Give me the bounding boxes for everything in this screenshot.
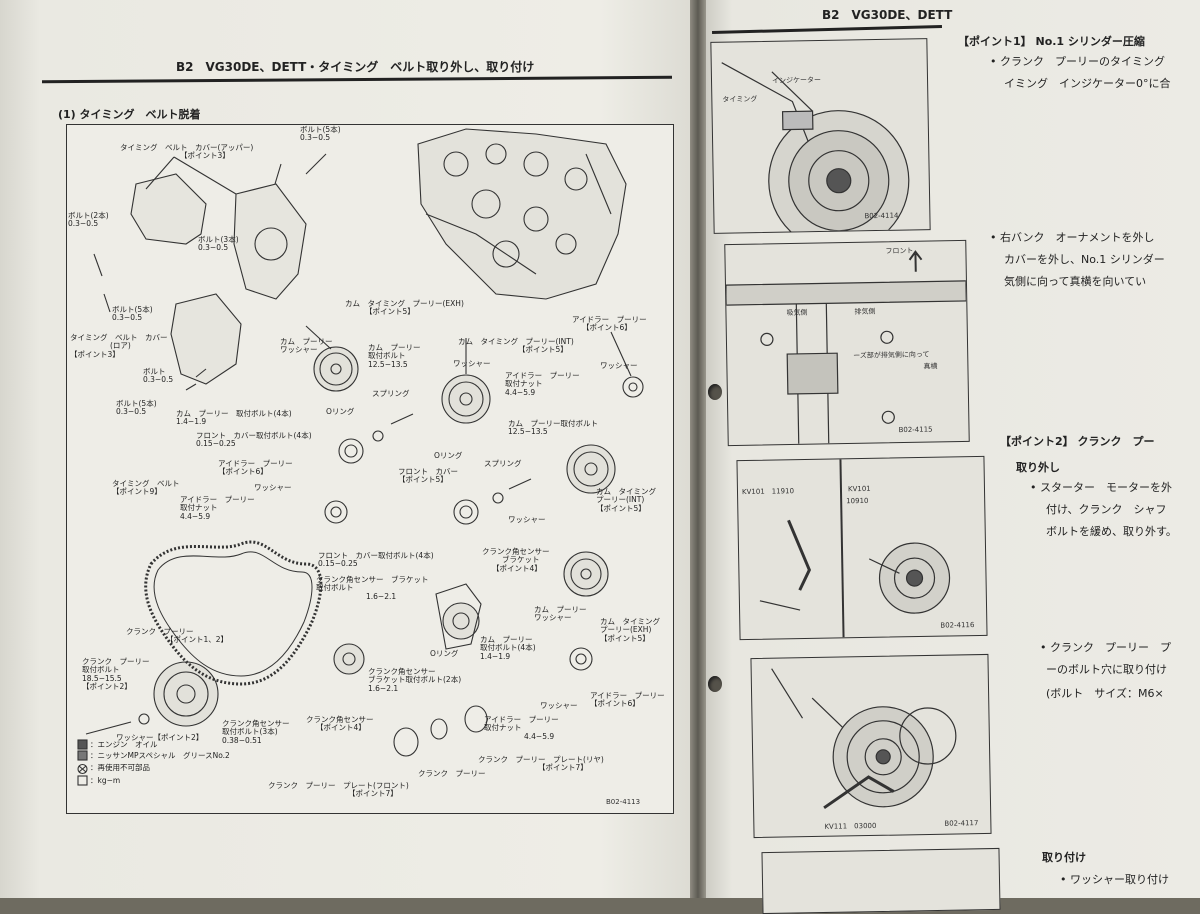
text4-line3: (ボルト サイズ：M6× [1046, 687, 1164, 700]
removal-text-line2: 付け、クランク シャフ [1046, 503, 1167, 516]
legend-torque-unit: ：kg−m [90, 776, 121, 785]
binder-hole [708, 676, 722, 692]
label-cam-pulley-washer-b: カム プーリーワッシャー [534, 605, 587, 623]
label-bolt5-mid: ボルト(5本)0.3−0.5 [112, 305, 153, 323]
label-oring-b: Oリング [434, 451, 463, 460]
photo2-label-side: 真横 [923, 362, 938, 371]
left-page-header: B2 VG30DE、DETT・タイミング ベルト取り外し、取り付け [176, 60, 535, 74]
label-crank-sensor: クランク角センサー【ポイント4】 [306, 715, 374, 733]
install-title: 取り付け [1042, 851, 1086, 864]
photo-partial [761, 847, 1001, 914]
photo2-label-exhaust: 排気側 [854, 307, 876, 316]
legend-grease: ：ニッサンMPスペシャル グリースNo.2 [90, 751, 230, 760]
point1-text-line2: イミング インジケーター0°に合 [1004, 77, 1171, 90]
label-washer-b: ワッシャー [453, 359, 491, 368]
text2-line1: • 右バンク オーナメントを外し [990, 231, 1155, 244]
label-crank-plate-front: クランク プーリー プレート(フロント)【ポイント7】 [268, 781, 409, 799]
label-idler-pulley-6b: アイドラー プーリー【ポイント6】 [572, 315, 647, 333]
photo-crank-removal: KV101 11910 KV101 10910 B02-4116 [736, 455, 988, 641]
label-bolt2: ボルト(2本)0.3−0.5 [68, 211, 109, 229]
label-oring-c: Oリング [430, 649, 459, 658]
photo2-label-front: フロント [885, 246, 914, 256]
label-bolt5-top: ボルト(5本)0.3−0.5 [300, 125, 341, 143]
label-cam-pulley-exh: カム タイミング プーリー(EXH)【ポイント5】 [345, 299, 464, 317]
label-cam-timing-int2: カム タイミングプーリー(INT)【ポイント5】 [596, 487, 656, 513]
photo2-code: B02-4115 [898, 425, 933, 435]
install-text-line1: • ワッシャー取り付け [1060, 873, 1169, 886]
label-spring-b: スプリング [484, 459, 522, 468]
label-crank-sensor-bolt3: クランク角センサー取付ボルト(3本)0.38−0.51 [222, 719, 290, 745]
label-cam-pulley-bolt4: カム プーリー 取付ボルト(4本)1.4−1.9 [176, 409, 292, 427]
label-timing-belt: タイミング ベルト【ポイント9】 [112, 479, 180, 497]
label-tb-cover-upper: タイミング ベルト カバー(アッパー)【ポイント3】 [120, 143, 254, 161]
label-crank-sensor-bracket: クランク角センサーブラケット【ポイント4】 [482, 547, 550, 573]
photo1-label-timing: タイミング [722, 95, 758, 104]
photo3-label-10910: 10910 [846, 496, 869, 506]
label-oring-a: Oリング [326, 407, 355, 416]
label-crank-plate-rear: クランク プーリー プレート(リヤ)【ポイント7】 [478, 755, 604, 773]
removal-text-line3: ボルトを緩め、取り外す。 [1046, 525, 1177, 538]
photo2-label-intake: 吸気側 [786, 308, 808, 318]
label-cam-timing-exh2: カム タイミングプーリー(EXH)【ポイント5】 [600, 617, 660, 643]
photo3-label-kv101-11910: KV101 11910 [741, 487, 795, 497]
photo3-label-kv101: KV101 [847, 484, 871, 494]
section-title: (1) タイミング ベルト脱着 [58, 108, 201, 121]
removal-text-line1: • スターター モーターを外 [1030, 481, 1172, 494]
binder-hole [708, 384, 722, 400]
photo4-label-kv111: KV111 03000 [824, 821, 877, 831]
label-washer-e: ワッシャー [540, 701, 578, 710]
label-washer-c: ワッシャー [600, 361, 638, 370]
text4-line1: • クランク プーリー プ [1040, 641, 1171, 654]
label-crank-pulley: クランク プーリー【ポイント1、2】 [126, 627, 229, 645]
text2-line2: カバーを外し、No.1 シリンダー [1004, 253, 1165, 266]
photo-crank-tool: KV111 03000 B02-4117 [750, 653, 992, 839]
right-page-header: B2 VG30DE、DETT [822, 8, 953, 22]
removal-title: 取り外し [1016, 461, 1060, 474]
photo4-code: B02-4117 [944, 819, 979, 828]
label-idler-pulley-6a: アイドラー プーリー【ポイント6】 [218, 459, 293, 477]
label-washer-d: ワッシャー [508, 515, 546, 524]
book-gutter [690, 0, 706, 898]
text4-line2: ーのボルト穴に取り付け [1046, 663, 1167, 676]
label-washer-pt2: ワッシャー【ポイント2】 [116, 733, 204, 742]
text2-line3: 気側に向って真横を向いてい [1004, 275, 1147, 288]
photo1-code: B02-4114 [864, 211, 899, 221]
label-washer-a: ワッシャー [254, 483, 292, 492]
photo3-code: B02-4116 [940, 621, 975, 630]
label-bolt5-low: ボルト(5本)0.3−0.5 [116, 399, 157, 417]
photo-timing-indicator: タイミング インジケーター B02-4114 [710, 38, 931, 234]
point2-title: 【ポイント2】 クランク プー [1000, 435, 1155, 448]
label-idler-pulley-6c: アイドラー プーリー【ポイント6】 [590, 691, 665, 709]
point1-text-line1: • クランク プーリーのタイミング [990, 55, 1165, 68]
legend-non-reusable: ：再使用不可部品 [90, 763, 150, 772]
label-crank-sensor-bracket-bolt2: クランク角センサーブラケット取付ボルト(2本)1.6−2.1 [368, 667, 462, 693]
point1-title: 【ポイント1】 No.1 シリンダー圧縮 [958, 35, 1145, 48]
label-crank-pulley-small: クランク プーリー [418, 769, 486, 778]
label-bolt3: ボルト(3本)0.3−0.5 [198, 235, 239, 253]
label-front-cover-bolt4: フロント カバー取付ボルト(4本)0.15−0.25 [196, 431, 312, 449]
photo1-label-indicator: インジケーター [771, 75, 822, 85]
label-cam-pulley-washer: カム プーリーワッシャー [280, 337, 333, 355]
figure-code: B02-4113 [606, 798, 640, 806]
photo-cam-orientation: フロント 吸気側 排気側 ーズ部が排気側に向って 真横 B02-4115 [724, 239, 970, 447]
label-cam-pulley-bolt4b: カム プーリー取付ボルト(4本)1.4−1.9 [480, 635, 536, 661]
label-tb-cover-lower: タイミング ベルト カバー(ロア)【ポイント3】 [70, 333, 168, 359]
legend-engine-oil: ：エンジン オイル [90, 740, 158, 749]
exploded-diagram-drawing: B02-4113 [77, 128, 644, 806]
photo2-label-note: ーズ部が排気側に向って [853, 350, 930, 360]
label-front-cover-bolt4b: フロント カバー取付ボルト(4本)0.15−0.25 [318, 551, 434, 569]
label-spring-a: スプリング [372, 389, 410, 398]
label-front-cover-5b: フロント カバー【ポイント5】 [398, 467, 458, 485]
label-cam-timing-int: カム タイミング プーリー(INT)【ポイント5】 [458, 337, 574, 355]
